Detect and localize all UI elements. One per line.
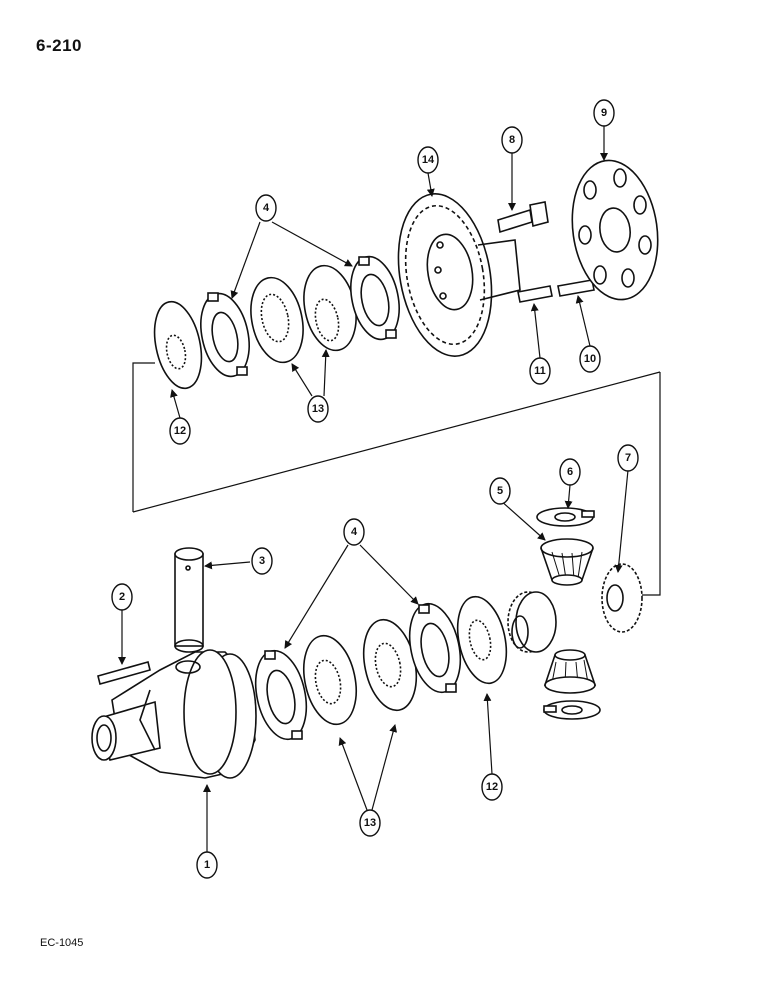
- ring-gear: [397, 193, 521, 357]
- callout-1: 1: [204, 859, 210, 871]
- friction-disc-upper: [153, 300, 203, 390]
- callout-8: 8: [509, 134, 515, 146]
- clutch-disc-upper-right: [303, 264, 357, 352]
- callout-6: 6: [567, 466, 573, 478]
- callout-7: 7: [625, 452, 631, 464]
- side-gear: [507, 591, 557, 653]
- bolt: [497, 201, 549, 234]
- clutch-disc-lower-left: [303, 634, 357, 726]
- callout-13-lower: 13: [364, 817, 376, 829]
- callout-10: 10: [584, 353, 596, 365]
- thrust-washer-upper: [536, 507, 595, 527]
- callout-12-upper: 12: [174, 425, 186, 437]
- cross-shaft: [174, 547, 204, 653]
- separator-plate-upper-right: [350, 255, 400, 341]
- clutch-disc-upper-left: [250, 276, 304, 364]
- differential-case: [91, 649, 257, 779]
- friction-disc-lower: [456, 595, 508, 685]
- callout-11: 11: [534, 365, 546, 377]
- callout-9: 9: [601, 107, 607, 119]
- pinion-gear-lower: [543, 649, 597, 694]
- callout-4-upper: 4: [263, 202, 270, 214]
- page-number: 6-210: [36, 36, 82, 55]
- lock-pin: [97, 661, 151, 685]
- callout-4-lower: 4: [351, 526, 358, 538]
- assembly-connector-lines: [132, 362, 661, 596]
- callout-2: 2: [119, 591, 125, 603]
- thrust-washer-lower: [543, 700, 601, 720]
- pinion-gear-upper: [540, 538, 594, 586]
- separator-plate-upper-left: [200, 292, 250, 378]
- callout-3: 3: [259, 555, 265, 567]
- side-gear-right: [601, 563, 643, 633]
- callout-12-lower: 12: [486, 781, 498, 793]
- callout-14: 14: [422, 154, 435, 166]
- separator-plate-lower-right: [408, 602, 462, 694]
- separator-plate-lower-left: [254, 649, 308, 741]
- callout-5: 5: [497, 485, 503, 497]
- roll-pin-10: [557, 279, 595, 297]
- roll-pin-11: [517, 285, 553, 303]
- callout-13-upper: 13: [312, 403, 324, 415]
- document-code: EC-1045: [40, 937, 84, 949]
